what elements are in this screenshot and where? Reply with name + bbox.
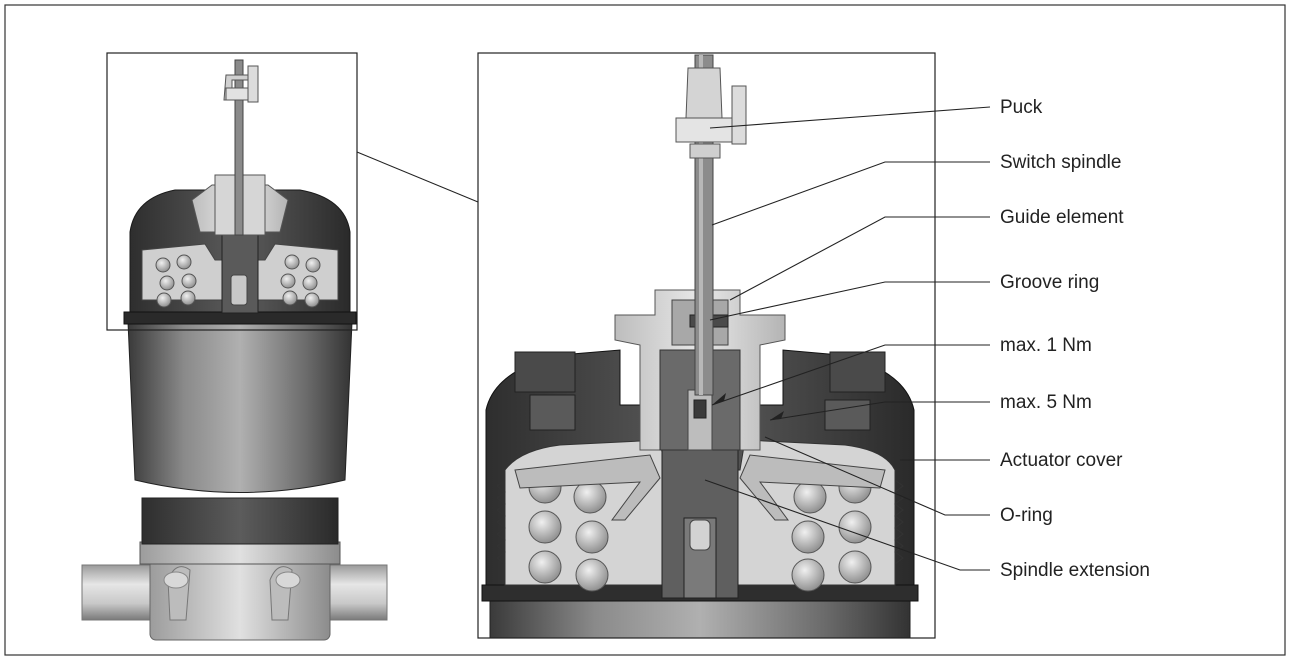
detail-view: [477, 52, 936, 639]
label-puck: Puck: [1000, 97, 1043, 118]
label-o-ring: O-ring: [1000, 505, 1053, 526]
full-valve-view: [81, 52, 388, 641]
label-guide-element: Guide element: [1000, 207, 1124, 228]
label-max-5nm: max. 5 Nm: [1000, 392, 1092, 413]
flange: [139, 541, 341, 565]
actuator-cylinder: [127, 321, 353, 493]
callout-lines: [704, 106, 991, 571]
zoom-line-top: [356, 151, 479, 203]
label-spindle-extension: Spindle extension: [1000, 560, 1150, 581]
arrow-max-5nm: [770, 411, 784, 420]
label-switch-spindle: Switch spindle: [1000, 152, 1121, 173]
switch-spindle-small: [234, 59, 244, 236]
leader-puck: [709, 106, 991, 129]
leader-guide-element: [729, 216, 990, 301]
leader-spindle-extension: [704, 479, 990, 571]
label-groove-ring: Groove ring: [1000, 272, 1099, 293]
leader-o-ring: [764, 436, 990, 516]
label-actuator-cover: Actuator cover: [1000, 450, 1123, 471]
spring-right: [280, 254, 321, 308]
label-max-1nm: max. 1 Nm: [1000, 335, 1092, 356]
spring-left: [155, 254, 197, 308]
detail-frame-small: [106, 52, 358, 331]
lower-adapter: [141, 497, 339, 545]
figure-border: [4, 4, 1286, 656]
leader-max-5nm: [769, 401, 990, 421]
leader-max-1nm: [711, 344, 990, 406]
leader-groove-ring: [709, 281, 990, 321]
leader-switch-spindle: [711, 161, 990, 226]
puck-part: [675, 67, 747, 159]
spring-detail-right: [791, 470, 872, 592]
arrow-max-1nm: [712, 393, 726, 405]
